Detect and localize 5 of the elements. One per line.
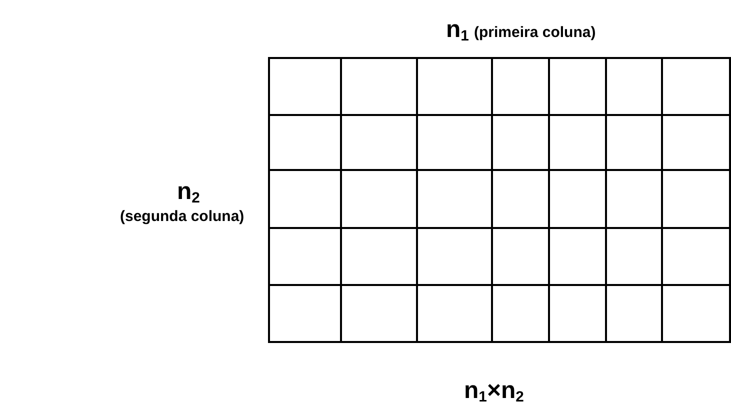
dimension-label: n$_{2}$ (177, 180, 200, 204)
axis-caption: (segunda coluna) (120, 209, 244, 224)
dimension-label: n$_{1}$×n$_{2}$ (464, 379, 524, 403)
dimension-label: n$_{1}$ (446, 18, 469, 42)
axis-caption: (primeira coluna) (474, 25, 596, 40)
